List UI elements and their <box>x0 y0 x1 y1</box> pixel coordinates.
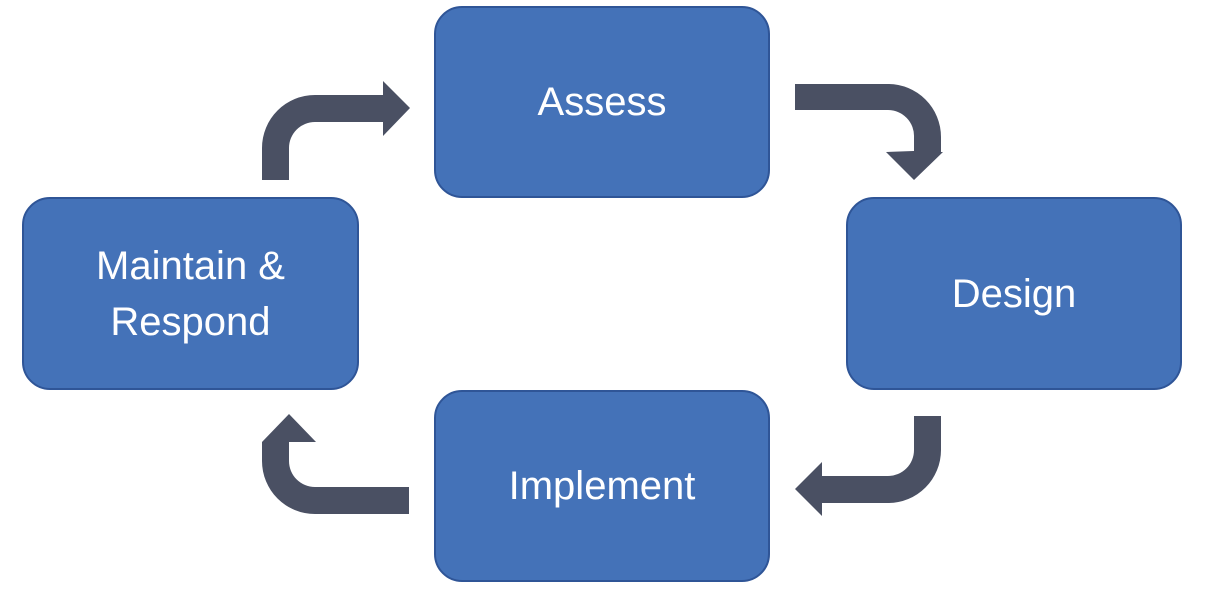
arrow-implement-to-maintain <box>262 414 409 514</box>
step-maintain-respond: Maintain & Respond <box>22 197 359 390</box>
step-assess: Assess <box>434 6 770 198</box>
step-design: Design <box>846 197 1182 390</box>
arrow-assess-to-design <box>795 84 943 180</box>
step-implement: Implement <box>434 390 770 582</box>
arrow-maintain-to-assess <box>262 81 410 180</box>
arrow-design-to-implement <box>795 416 941 516</box>
